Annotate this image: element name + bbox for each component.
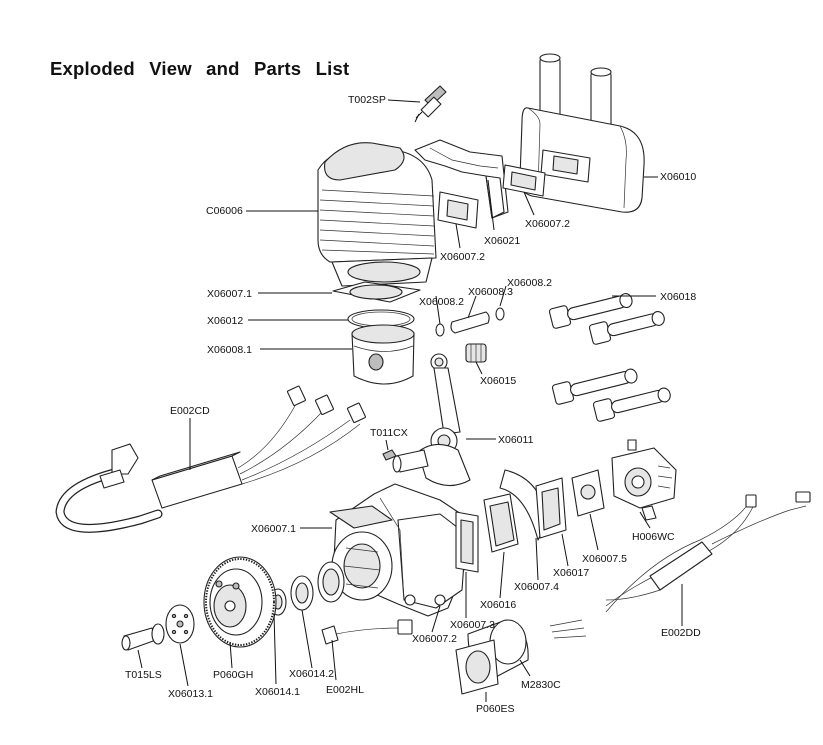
- label-connecting-rod: X06011: [498, 434, 534, 446]
- page-title: Exploded View and Parts List: [50, 58, 350, 79]
- label-ignition-module: E002CD: [170, 405, 210, 417]
- label-esc: E002DD: [661, 627, 701, 639]
- piston-pin-drawing: [435, 307, 505, 363]
- label-exhaust-gasket-b: X06007.2: [525, 218, 570, 230]
- label-crankcase-gasket: X06007.1: [251, 523, 296, 535]
- exhaust-gaskets-drawing: [437, 164, 546, 229]
- label-cylinder: C06006: [206, 205, 243, 217]
- flywheel-drawing: [203, 556, 277, 648]
- bearings-drawing: [269, 561, 345, 616]
- label-muffler: X06010: [660, 171, 696, 183]
- cylinder-cover-drawing: [414, 139, 509, 219]
- carburetor-drawing: [611, 439, 677, 521]
- label-prop-bolt: T015LS: [125, 669, 162, 681]
- label-piston: X06008.1: [207, 344, 252, 356]
- label-circlip-a: X06008.2: [419, 296, 464, 308]
- label-woodruff-key: T011CX: [370, 427, 408, 439]
- label-piston-pin: X06008.3: [468, 286, 513, 298]
- label-cylinder-gasket: X06007.1: [207, 288, 252, 300]
- starter-motor-drawing: [455, 619, 587, 695]
- label-carburetor: H006WC: [632, 531, 675, 543]
- muffler-drawing: [519, 53, 645, 213]
- label-spark-plug: T002SP: [348, 94, 386, 106]
- label-reed-valve: X06017: [553, 567, 589, 579]
- connecting-rod-drawing: [392, 353, 471, 487]
- label-needle-bearing: X06015: [480, 375, 516, 387]
- intake-parts-drawing: [455, 469, 605, 573]
- label-exhaust-gasket-a: X06007.2: [440, 251, 485, 263]
- piston-group-drawing: [332, 281, 421, 385]
- part-labels: T002SP C06006 X06010 X06021 X06007.2 X06…: [125, 94, 701, 715]
- bolts-drawing: [548, 293, 671, 422]
- label-bearing-large: X06014.2: [289, 668, 334, 680]
- label-circlip-b: X06008.2: [507, 277, 552, 289]
- leader-lines: [137, 99, 683, 702]
- label-cylinder-cover: X06021: [484, 235, 520, 247]
- crankcase-drawing: [329, 483, 471, 617]
- esc-drawing: [605, 491, 811, 613]
- woodruff-key-drawing: [382, 449, 397, 461]
- label-hall-sensor: E002HL: [326, 684, 364, 696]
- label-flywheel: P060GH: [213, 669, 253, 681]
- prop-hardware-drawing: [121, 604, 195, 651]
- label-starter-motor: M2830C: [521, 679, 561, 691]
- cylinder-drawing: [317, 142, 437, 287]
- hall-sensor-drawing: [321, 619, 413, 645]
- label-rear-gasket: X06007.2: [412, 633, 457, 645]
- label-bearing-small: X06014.1: [255, 686, 300, 698]
- label-reed-gasket: X06007.4: [514, 581, 559, 593]
- label-intake-gasket: X06007.3: [450, 619, 495, 631]
- label-starter-gear: P060ES: [476, 703, 515, 715]
- label-intake-block: X06016: [480, 599, 516, 611]
- spark-plug-drawing: [414, 85, 447, 123]
- label-carb-gasket: X06007.5: [582, 553, 627, 565]
- ignition-module-drawing: [55, 385, 366, 533]
- label-bolts: X06018: [660, 291, 696, 303]
- label-prop-washer: X06013.1: [168, 688, 213, 700]
- label-piston-ring: X06012: [207, 315, 243, 327]
